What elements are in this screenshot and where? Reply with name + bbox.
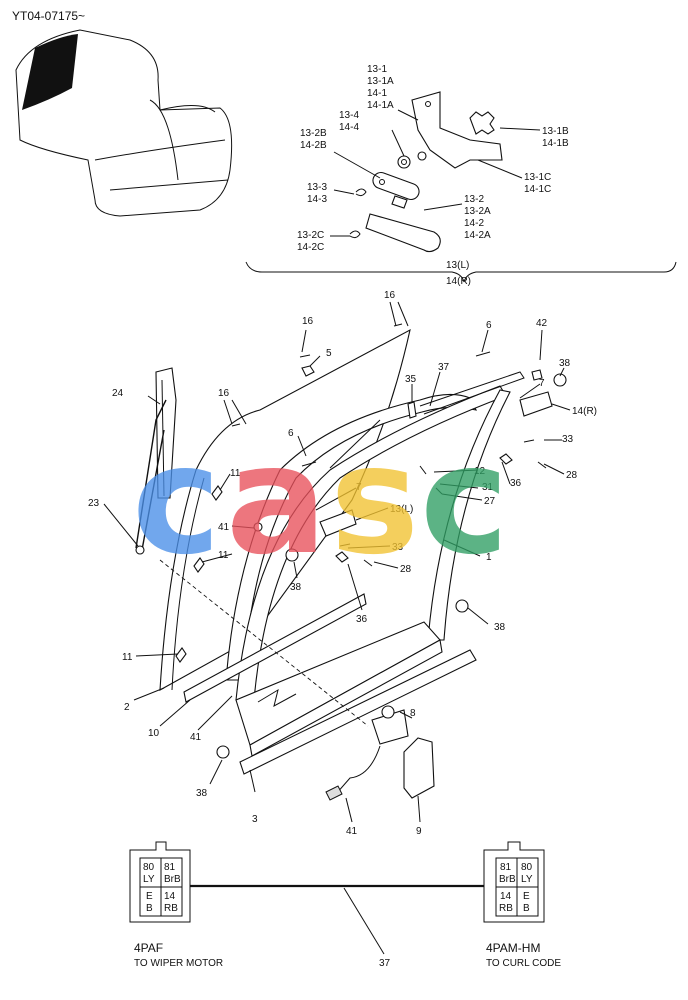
callout-33: 33: [562, 434, 574, 445]
pin-label: 80: [521, 862, 533, 873]
callout-36: 36: [356, 614, 368, 625]
pin-label: LY: [143, 874, 155, 885]
callout-5: 5: [326, 348, 332, 359]
callouts: 24 23 2 10 41 3 38 41 9 8 1 38 5 16 16 1…: [88, 290, 597, 837]
pin-label: E: [523, 891, 530, 902]
inset-labels: 13-1 13-1A 14-1 14-1A 13-1B 14-1B 13-1C …: [297, 64, 569, 287]
connector-left-name: 4PAF: [134, 941, 163, 955]
inset-label: 13-2B: [300, 128, 327, 139]
inset-label: 14-4: [339, 122, 359, 133]
pin-label: RB: [499, 903, 513, 914]
callout-10: 10: [148, 728, 160, 739]
callout-16: 16: [218, 388, 230, 399]
watermark-letter-2: a: [226, 414, 327, 588]
inset-label: 14-1C: [524, 184, 551, 195]
connector-right-caption: TO CURL CODE: [486, 958, 561, 969]
inset-label: 14(R): [446, 276, 471, 287]
callout-7: 7: [356, 482, 362, 493]
cab-thumbnail: [15, 29, 233, 217]
inset-label: 14-3: [307, 194, 327, 205]
pin-label: E: [146, 891, 153, 902]
callout-38: 38: [196, 788, 208, 799]
callout-38: 38: [494, 622, 506, 633]
callout-14R: 14(R): [572, 406, 597, 417]
callout-35: 35: [405, 374, 417, 385]
callout-6: 6: [486, 320, 492, 331]
callout-13L: 13(L): [390, 504, 413, 515]
doc-code: YT04-07175~: [12, 9, 85, 23]
inset-label: 13-3: [307, 182, 327, 193]
inset-label: 14-1A: [367, 100, 394, 111]
connector-right: 81 80 BrB LY 14 E RB B 4PAM-HM TO CURL C…: [483, 841, 561, 969]
inset-label: 14-2B: [300, 140, 327, 151]
watermark-letter-4: c: [420, 414, 509, 588]
inset-label: 14-2: [464, 218, 484, 229]
callout-28: 28: [566, 470, 578, 481]
callout-16: 16: [384, 290, 396, 301]
callout-27: 27: [484, 496, 496, 507]
inset-label: 13-2A: [464, 206, 491, 217]
pin-label: B: [146, 903, 153, 914]
inset-label: 13-2: [464, 194, 484, 205]
pin-label: RB: [164, 903, 178, 914]
inset-label: 13(L): [446, 260, 469, 271]
callout-3: 3: [252, 814, 258, 825]
pin-label: 14: [500, 891, 512, 902]
pin-label: BrB: [499, 874, 516, 885]
pin-label: 81: [164, 862, 176, 873]
callout-36: 36: [510, 478, 522, 489]
callout-8: 8: [410, 708, 416, 719]
inset-label: 13-1A: [367, 76, 394, 87]
pin-label: BrB: [164, 874, 181, 885]
inset-parts: [245, 91, 677, 283]
callout-12: 12: [474, 466, 486, 477]
callout-11: 11: [230, 468, 241, 479]
watermark-letter-1: c: [132, 414, 221, 588]
inset-label: 13-1B: [542, 126, 569, 137]
harness-label: 37: [379, 958, 391, 969]
inset-label: 14-2C: [297, 242, 324, 253]
callout-1: 1: [486, 552, 492, 563]
pin-label: B: [523, 903, 530, 914]
connector-left: 80 81 LY BrB E 14 B RB 4PAF TO WIPER MOT…: [129, 841, 223, 969]
callout-33: 33: [392, 542, 404, 553]
inset-label: 13-1C: [524, 172, 551, 183]
callout-41: 41: [190, 732, 202, 743]
leader-lines: [103, 301, 571, 823]
connector-left-caption: TO WIPER MOTOR: [134, 958, 223, 969]
pin-label: 14: [164, 891, 176, 902]
callout-2: 2: [124, 702, 130, 713]
inset-label: 13-1: [367, 64, 387, 75]
inset-label: 13-4: [339, 110, 359, 121]
callout-11: 11: [122, 652, 133, 663]
watermark: c a s c: [132, 414, 509, 588]
callout-7: 7: [539, 378, 545, 389]
callout-38: 38: [559, 358, 571, 369]
connector-right-name: 4PAM-HM: [486, 941, 540, 955]
callout-9: 9: [416, 826, 422, 837]
callout-42: 42: [536, 318, 548, 329]
pin-label: LY: [521, 874, 533, 885]
door-assembly: [135, 323, 567, 801]
inset-label: 14-1: [367, 88, 387, 99]
callout-6: 6: [288, 428, 294, 439]
inset-label: 13-2C: [297, 230, 324, 241]
inset-label: 14-2A: [464, 230, 491, 241]
callout-38: 38: [290, 582, 302, 593]
callout-37: 37: [438, 362, 450, 373]
pin-label: 81: [500, 862, 512, 873]
inset-label: 14-1B: [542, 138, 569, 149]
callout-16: 16: [302, 316, 314, 327]
callout-23: 23: [88, 498, 100, 509]
callout-28: 28: [400, 564, 412, 575]
callout-31: 31: [482, 482, 494, 493]
callout-41: 41: [346, 826, 358, 837]
callout-24: 24: [112, 388, 124, 399]
watermark-letter-3: s: [330, 414, 419, 588]
callout-11: 11: [218, 550, 229, 561]
callout-41: 41: [218, 522, 230, 533]
pin-label: 80: [143, 862, 155, 873]
harness-line: 37: [190, 884, 484, 969]
